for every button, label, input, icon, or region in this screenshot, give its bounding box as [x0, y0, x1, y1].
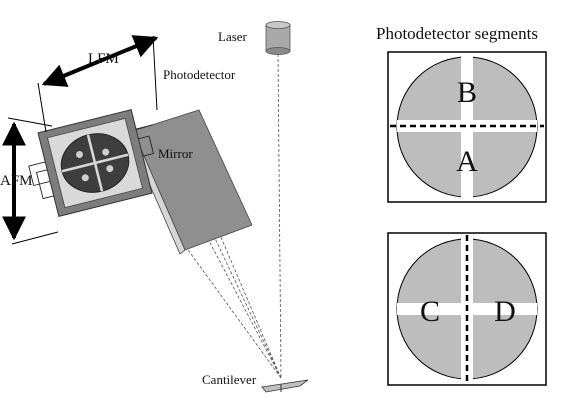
detector-spot-4 [106, 165, 114, 173]
incident-beam [277, 53, 282, 379]
segment-panel-top: B A [387, 51, 547, 203]
lfm-arrow[interactable] [41, 35, 159, 87]
cantilever-body [261, 379, 309, 393]
detector-spot-1 [75, 151, 83, 159]
segment-label-b: B [457, 76, 477, 109]
segment-panel-top-horizontal-gap [397, 120, 537, 132]
lfm-indicator [37, 35, 159, 133]
detector-spot-3 [81, 174, 89, 182]
photodetector-assembly [28, 109, 155, 217]
reflected-beam-4 [174, 231, 282, 379]
afm-guide-top [7, 117, 53, 127]
mirror-label: Mirror [158, 146, 193, 161]
lfm-label: LFM [88, 51, 119, 67]
laser-top [265, 21, 291, 29]
laser-bottom [265, 47, 291, 55]
afm-guide-bottom [11, 231, 59, 245]
photodetector-label: Photodetector [163, 67, 236, 82]
cantilever-label: Cantilever [202, 372, 257, 387]
laser-label: Laser [218, 29, 248, 44]
afm-label: AFM [0, 173, 33, 189]
laser-body [265, 24, 291, 52]
detector-wiring [28, 124, 155, 200]
detector-split-vertical [86, 134, 104, 192]
segment-label-d: D [494, 295, 516, 328]
detector-spot-2 [102, 148, 110, 156]
segment-label-c: C [420, 295, 440, 328]
afm-indicator [2, 117, 59, 245]
reflected-beam-3 [211, 231, 282, 379]
laser-unit [265, 21, 291, 55]
segment-panel-bottom: C D [387, 232, 547, 386]
segments-title: Photodetector segments [376, 24, 538, 43]
lfm-guide-left [37, 82, 47, 133]
segment-label-a: A [456, 145, 478, 178]
lfm-guide-right [152, 35, 158, 111]
cantilever [261, 379, 309, 393]
